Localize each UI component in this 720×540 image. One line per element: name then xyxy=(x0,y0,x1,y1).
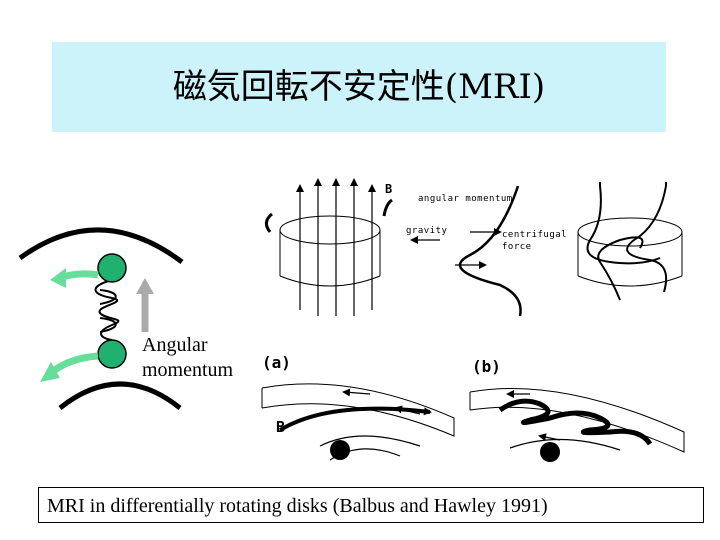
tangled-cylinder xyxy=(577,182,683,301)
angular-label-line2: momentum xyxy=(142,359,234,381)
gray-arrow-head xyxy=(136,278,154,294)
panel-label-b: (b) xyxy=(472,357,501,376)
title-banner: 磁気回転不安定性(MRI) xyxy=(52,42,666,132)
label-force: force xyxy=(502,242,532,252)
label-angular-momentum: angular momentum xyxy=(418,194,513,204)
angular-momentum-label: Angular momentum xyxy=(142,333,233,383)
lower-ball xyxy=(97,339,127,369)
upper-green-arrow xyxy=(61,270,99,281)
spring-ball-illustration xyxy=(18,227,184,410)
figure-caption: MRI in differentially rotating disks (Ba… xyxy=(38,487,704,523)
bent-field-line xyxy=(410,185,522,317)
label-b-bottom: B xyxy=(276,418,286,436)
panel-label-a: (a) xyxy=(262,353,291,372)
angular-label-line1: Angular xyxy=(142,334,208,356)
upper-arc xyxy=(18,227,184,264)
disk-panel-b xyxy=(469,387,685,462)
label-b-top: B xyxy=(385,182,393,196)
lower-arc xyxy=(58,381,182,410)
upper-ball xyxy=(97,253,127,283)
lower-green-arrow xyxy=(49,352,99,375)
label-centrifugal: centrifugal xyxy=(502,230,568,240)
field-cylinder xyxy=(265,178,393,316)
slide-title: 磁気回転不安定性(MRI) xyxy=(172,67,546,107)
label-gravity: gravity xyxy=(406,226,448,236)
disk-panel-a xyxy=(261,383,455,461)
